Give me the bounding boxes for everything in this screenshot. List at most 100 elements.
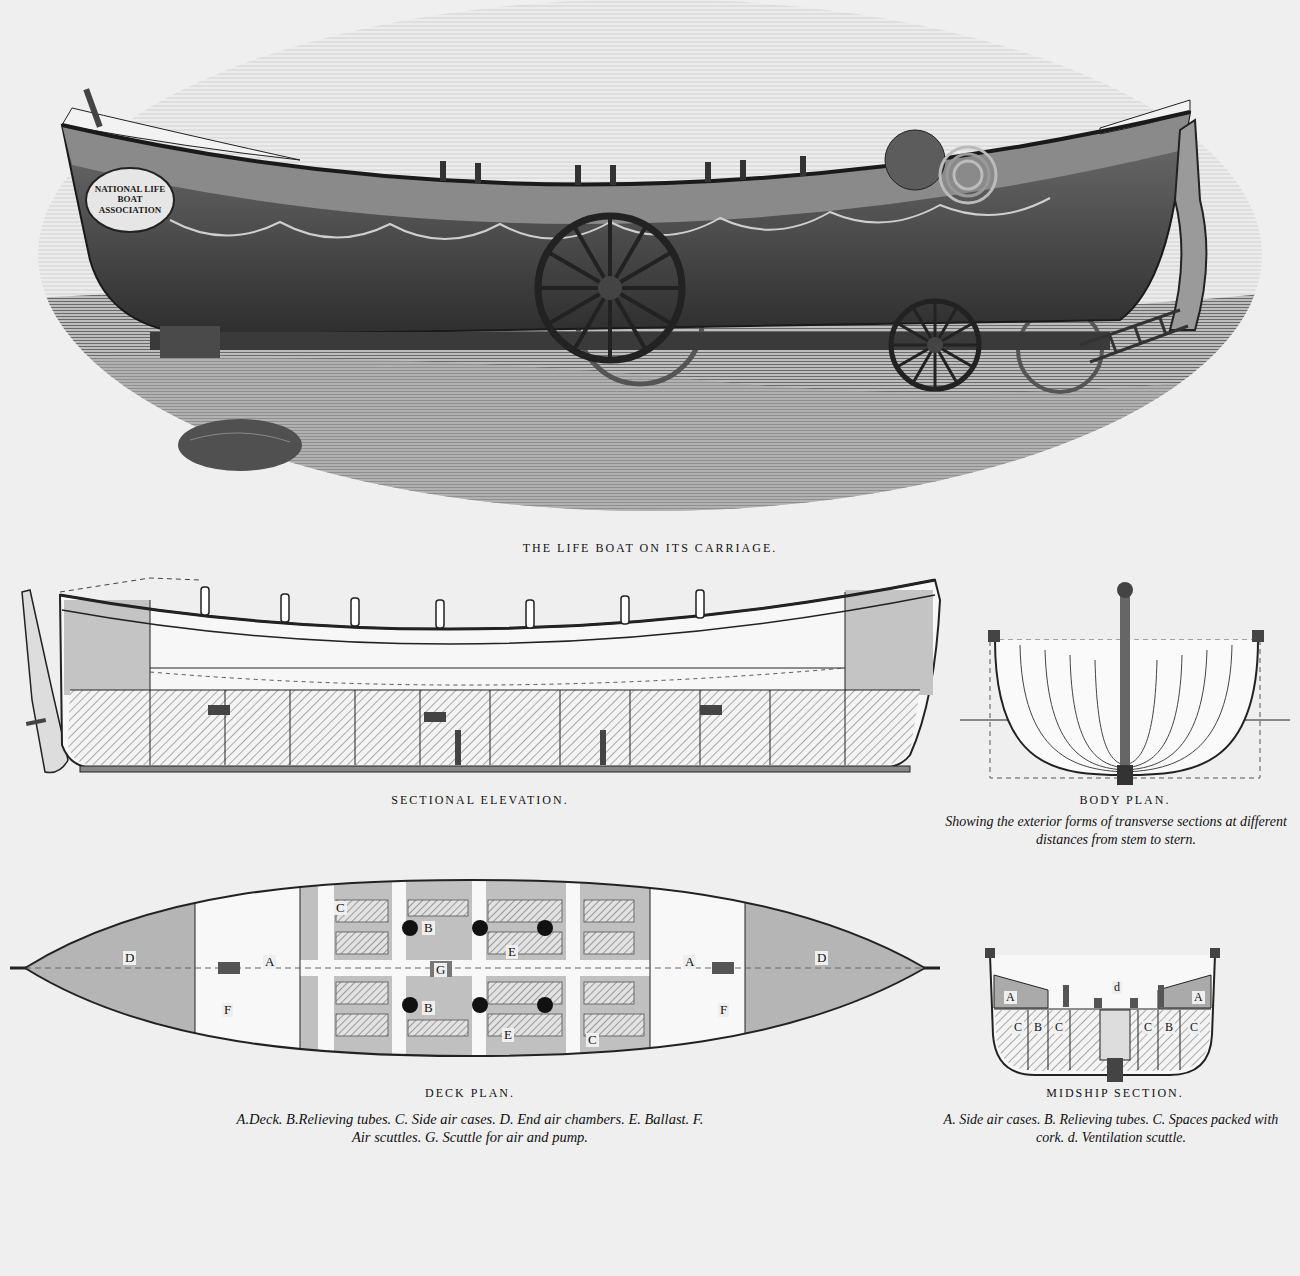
body-plan-part-part — [1045, 650, 1125, 770]
sectional-elevation-part — [60, 578, 200, 592]
sectional-elevation-part — [80, 766, 910, 772]
callout-letter: A — [683, 955, 696, 969]
body-plan-part-part — [1125, 650, 1207, 770]
deck-plan-part-part-part — [402, 920, 418, 936]
midship-section-part — [1107, 1058, 1123, 1082]
callout-letter: D — [123, 951, 136, 965]
top-scene-part — [0, 0, 1300, 520]
callout-letter: A — [1192, 991, 1205, 1004]
callout-letter: C — [1142, 1021, 1154, 1034]
figure-caption: SECTIONAL ELEVATION. — [280, 793, 680, 808]
callout-letter: B — [422, 921, 435, 935]
body-plan-part — [1117, 765, 1133, 785]
midship-section-part — [1028, 1010, 1180, 1070]
deck-plan-part-part-part — [584, 900, 634, 922]
callout-letter: A — [263, 955, 276, 969]
sectional-elevation-part — [201, 587, 704, 628]
deck-plan-part-part-part — [472, 920, 488, 936]
sectional-elevation-part-part — [630, 690, 631, 765]
callout-letter: C — [1012, 1021, 1024, 1034]
top-scene-part — [538, 216, 682, 360]
top-scene-part — [160, 326, 220, 358]
callout-letter: d — [1112, 981, 1122, 994]
top-scene-part — [440, 156, 806, 185]
sectional-elevation — [22, 578, 940, 773]
top-scene-part — [1080, 310, 1188, 362]
badge-text: NATIONAL LIFE BOAT ASSOCIATION — [92, 184, 168, 215]
top-scene-part-part — [575, 165, 581, 185]
sectional-elevation-part-part — [770, 690, 771, 765]
top-scene-part — [83, 88, 102, 128]
top-scene-part-part — [1090, 326, 1188, 362]
sectional-elevation-part — [68, 690, 920, 765]
deck-plan-part-part — [300, 870, 650, 1070]
midship-section-part-part — [1028, 1010, 1029, 1070]
top-scene-part-part — [574, 226, 646, 350]
top-scene-part-part — [913, 307, 957, 383]
callout-letter: F — [222, 1003, 233, 1017]
deck-plan-part-part-part — [472, 997, 488, 1013]
sectional-elevation-part-part — [420, 690, 421, 765]
top-scene-part-part — [440, 161, 446, 181]
sectional-elevation-part-part — [436, 600, 444, 628]
midship-section-part — [990, 955, 1215, 1075]
deck-plan-part-part-part — [336, 1014, 388, 1036]
sectional-elevation-part — [60, 580, 940, 768]
callout-letter: E — [506, 945, 518, 959]
top-scene-part-part — [548, 252, 672, 324]
top-scene-part — [885, 130, 945, 190]
sectional-elevation-part — [150, 668, 845, 669]
callout-letter: F — [718, 1003, 729, 1017]
midship-section-part — [1100, 1010, 1130, 1060]
deck-plan-part-part-part — [537, 920, 553, 936]
sectional-elevation-part — [150, 592, 845, 765]
sectional-elevation-part-part — [621, 596, 629, 624]
deck-plan-part — [10, 967, 26, 970]
deck-plan-part-part — [712, 962, 734, 974]
top-scene-part-part — [610, 165, 616, 185]
deck-plan-part-part — [300, 870, 650, 1070]
top-scene-part — [940, 147, 996, 203]
midship-section-part — [985, 948, 995, 958]
midship-section-part — [1158, 975, 1211, 1008]
top-scene-part-part — [1135, 327, 1141, 344]
body-plan-part — [1252, 630, 1264, 642]
midship-section-part — [1158, 985, 1164, 1007]
sectional-elevation-part-part — [208, 705, 230, 715]
midship-section-part-part — [1180, 1010, 1181, 1070]
midship-section-part — [1210, 948, 1220, 958]
deck-plan-part-part — [218, 962, 240, 974]
sectional-elevation-part-part — [845, 592, 846, 765]
midship-section — [985, 948, 1220, 1082]
sectional-elevation-part-part — [696, 590, 704, 618]
sectional-elevation-part-part — [225, 690, 226, 765]
body-plan-part-part — [1070, 655, 1125, 768]
deck-plan — [10, 870, 945, 1070]
top-scene-part — [62, 112, 1190, 184]
deck-plan-part-part-part — [408, 1020, 468, 1036]
top-scene-part — [891, 301, 979, 389]
top-scene-part-part — [740, 160, 746, 180]
deck-plan-part-part — [402, 920, 553, 1013]
deck-plan-part-part-part — [537, 997, 553, 1013]
body-plan-part-part — [1125, 655, 1182, 768]
sectional-elevation-part — [70, 690, 920, 691]
top-scene-part — [190, 433, 290, 442]
callout-letter: C — [1053, 1021, 1065, 1034]
sectional-elevation-part-part — [351, 598, 359, 626]
top-scene-part-part — [1110, 336, 1116, 352]
sectional-elevation-part — [845, 590, 933, 695]
midship-section-part — [994, 975, 1048, 1008]
body-plan — [960, 582, 1290, 785]
top-scene-part — [150, 332, 1110, 350]
deck-plan-part-part — [25, 968, 925, 969]
top-scene — [0, 0, 1300, 520]
sectional-elevation-part-part — [424, 712, 446, 722]
sectional-elevation-part-part — [150, 600, 151, 765]
top-scene-part — [954, 161, 982, 189]
top-scene-part-part — [475, 163, 481, 183]
deck-plan-part-part-part — [195, 870, 196, 1070]
deck-plan-part-part — [745, 870, 945, 1070]
